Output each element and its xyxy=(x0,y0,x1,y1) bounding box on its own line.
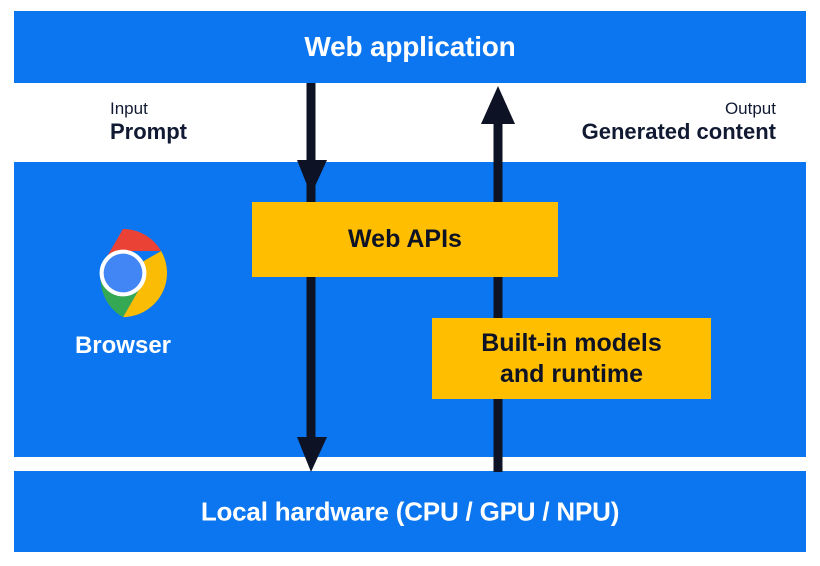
box-built-in-models: Built-in models and runtime xyxy=(432,318,711,399)
band-web-application: Web application xyxy=(14,11,806,83)
box-web-apis-label: Web APIs xyxy=(348,225,462,254)
box-built-in-models-text: Built-in models and runtime xyxy=(481,328,662,389)
io-input-value: Prompt xyxy=(110,119,187,145)
io-output-kind: Output xyxy=(724,99,776,118)
arrow-down-input-icon xyxy=(297,83,327,472)
box-built-in-models-line2: and runtime xyxy=(499,359,644,388)
band-local-hardware: Local hardware (CPU / GPU / NPU) xyxy=(14,471,806,552)
browser-label: Browser xyxy=(74,332,172,359)
box-built-in-models-line1: Built-in models xyxy=(481,329,662,357)
io-label-output: Output Generated content xyxy=(582,99,776,145)
box-web-apis: Web APIs xyxy=(252,202,558,277)
band-local-hardware-label: Local hardware (CPU / GPU / NPU) xyxy=(200,496,620,526)
browser-group: Browser xyxy=(54,228,192,360)
arrow-up-output-icon xyxy=(481,86,515,472)
io-label-input: Input Prompt xyxy=(110,99,187,145)
io-output-value: Generated content xyxy=(581,119,776,145)
io-input-kind: Input xyxy=(110,99,148,118)
chrome-logo-icon xyxy=(99,228,168,318)
band-web-application-label: Web application xyxy=(304,31,516,62)
